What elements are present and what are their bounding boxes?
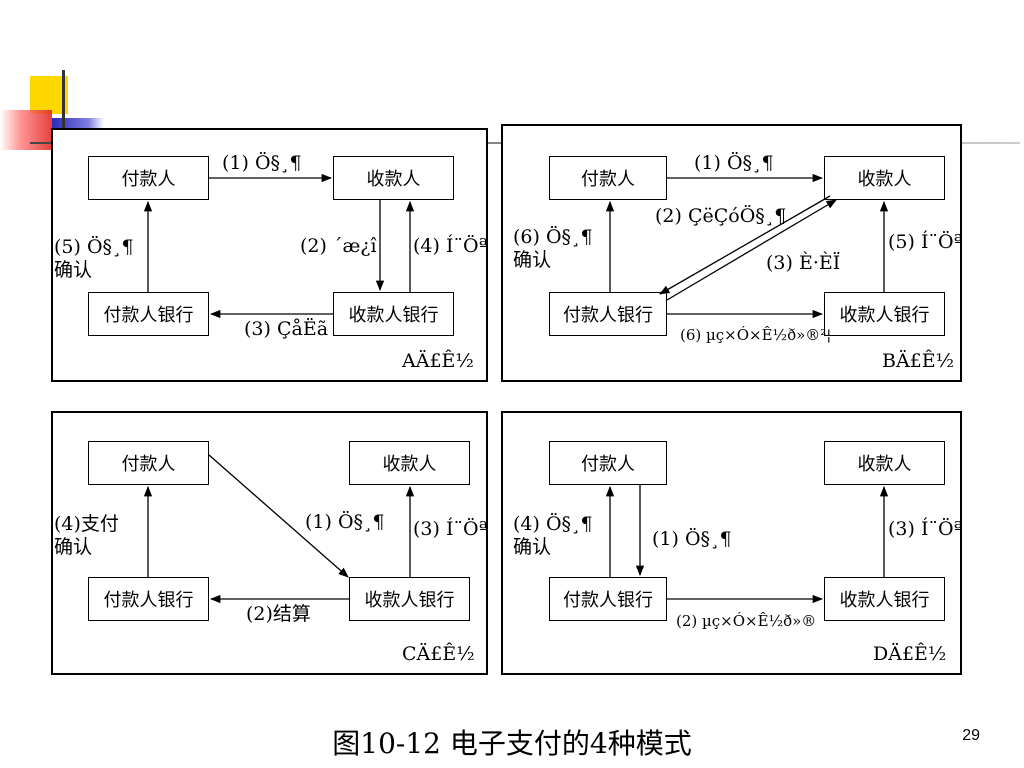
panel-d-label-3: (3) Í¨Öª	[888, 518, 963, 540]
logo-vertical-line	[62, 70, 65, 162]
panel-a-label-2: (2) ´æ¿î	[300, 235, 377, 257]
panel-a-payer-bank: 付款人银行	[88, 292, 209, 336]
panel-a-payee-bank: 收款人银行	[333, 292, 454, 336]
panel-a-payer: 付款人	[88, 156, 209, 200]
panel-d-label-2: (2) µç×Ó×Ê½ð»®	[676, 612, 817, 630]
panel-d-payee-bank: 收款人银行	[824, 577, 945, 621]
figure-caption: 图10-12 电子支付的4种模式	[332, 727, 692, 760]
panel-a-label-1: (1) Ö§¸¶	[222, 152, 302, 174]
panel-b-mode-label: BÄ£Ê½	[882, 350, 955, 372]
panel-d-label-4: (4) Ö§¸¶ 确认	[513, 513, 593, 558]
panel-b-label-3: (3) È·ÈÏ	[766, 252, 841, 274]
panel-b-payee-bank: 收款人银行	[824, 292, 945, 336]
panel-a-payee: 收款人	[333, 156, 454, 200]
panel-c-payee-bank: 收款人银行	[349, 577, 470, 621]
panel-b-payee: 收款人	[824, 156, 945, 200]
panel-b-label-6: (6) Ö§¸¶ 确认	[513, 226, 593, 271]
panel-b-label-2: (2) ÇëÇóÖ§¸¶	[655, 205, 787, 227]
panel-c-payer-bank: 付款人银行	[88, 577, 209, 621]
panel-b-label-1: (1) Ö§¸¶	[694, 152, 774, 174]
panel-b-payer: 付款人	[549, 156, 667, 200]
panel-d-payer-bank: 付款人银行	[549, 577, 667, 621]
panel-c-mode-label: CÄ£Ê½	[402, 643, 475, 665]
panel-d-mode-label: DÄ£Ê½	[873, 643, 947, 665]
panel-c-label-2: (2)结算	[246, 603, 311, 625]
logo-yellow-square	[30, 76, 68, 114]
panel-c-label-4: (4)支付 确认	[54, 513, 119, 558]
panel-c-label-3: (3) Í¨Öª	[413, 518, 488, 540]
panel-d-payer: 付款人	[549, 441, 667, 485]
panel-a-label-3: (3) ÇåËã	[244, 318, 329, 340]
panel-a-label-5: (5) Ö§¸¶ 确认	[54, 236, 134, 281]
panel-b-label-transfer: (6) µç×Ó×Ê½ð»®²¦	[680, 326, 832, 344]
panel-b-payer-bank: 付款人银行	[549, 292, 667, 336]
panel-d-payee: 收款人	[824, 441, 945, 485]
panel-a-mode-label: AÄ£Ê½	[402, 350, 474, 372]
page-number: 29	[962, 727, 980, 744]
logo-red-square	[0, 110, 52, 150]
panel-d-label-1: (1) Ö§¸¶	[652, 528, 732, 550]
panel-a-label-4: (4) Í¨Öª	[413, 235, 488, 257]
panel-c-payer: 付款人	[88, 441, 209, 485]
panel-b-label-5: (5) Í¨Öª	[888, 231, 963, 253]
panel-c-payee: 收款人	[349, 441, 470, 485]
panel-c-label-1: (1) Ö§¸¶	[305, 511, 385, 533]
